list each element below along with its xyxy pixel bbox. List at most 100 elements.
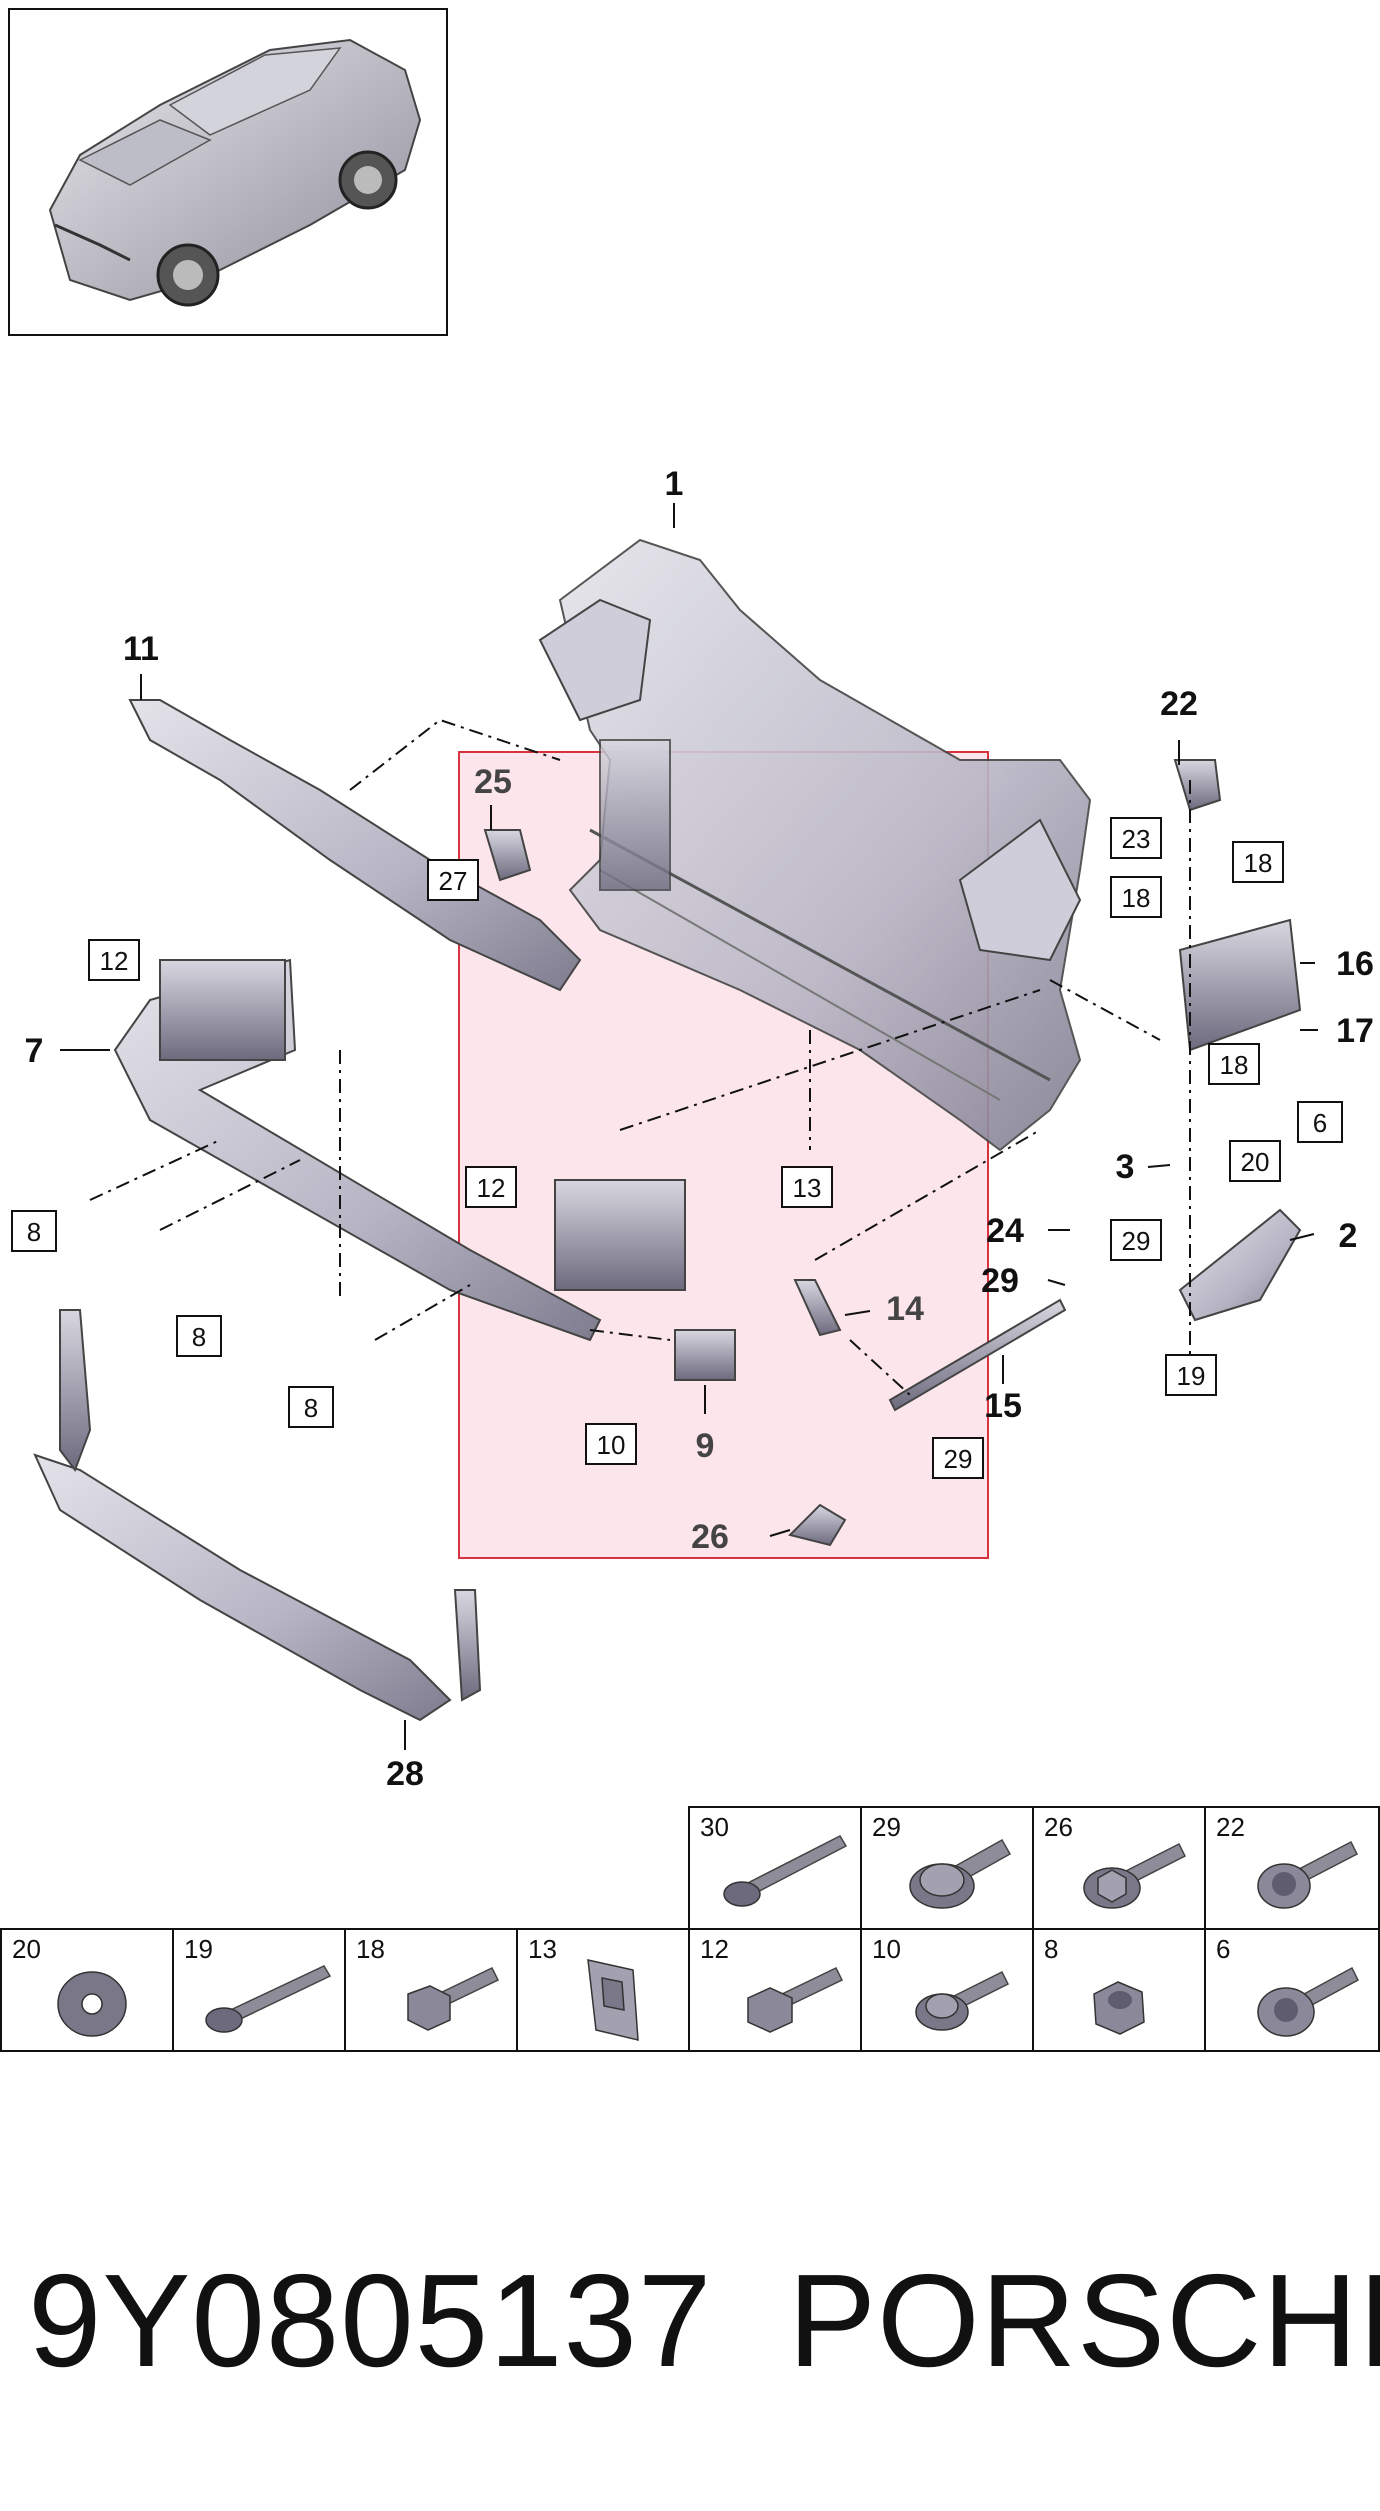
boxed-callout-18-a: 18 [1232, 841, 1284, 883]
fastener-cell-10: 10 [860, 1928, 1034, 2052]
callout-1: 1 [665, 465, 684, 503]
nut-icon [1093, 1981, 1145, 2035]
callout-17: 17 [1336, 1012, 1374, 1050]
washer-icon [57, 1971, 127, 2037]
boxed-callout-8-b: 8 [176, 1315, 222, 1357]
svg-text:8: 8 [27, 1217, 41, 1247]
fastener-number: 19 [184, 1934, 213, 1964]
fastener-cell-20: 20 [0, 1928, 174, 2052]
lock-carrier-part [538, 538, 1092, 1152]
clip-nut-icon [587, 1959, 639, 2041]
boxed-callout-12-a: 12 [88, 939, 140, 981]
hex-bolt-icon [747, 1967, 844, 2033]
boxed-callout-22: 23 [1110, 817, 1162, 859]
fastener-number: 8 [1044, 1934, 1059, 1964]
part-24-bracket [483, 829, 532, 882]
boxed-callout-6: 6 [1297, 1101, 1343, 1143]
air-deflector-part [128, 699, 582, 992]
boxed-callout-8-c: 8 [288, 1386, 334, 1428]
part-2-bracket [1178, 1208, 1302, 1322]
fastener-number: 18 [356, 1934, 385, 1964]
fastener-cell-29: 29 [860, 1806, 1034, 1930]
boxed-callout-10: 10 [585, 1423, 637, 1465]
fastener-cell-13: 13 [516, 1928, 690, 2052]
callout-16: 16 [1336, 945, 1374, 983]
torx-bolt-icon [1083, 1842, 1187, 1909]
part-25-clamp [788, 1503, 847, 1547]
fastener-number: 26 [1044, 1812, 1073, 1842]
fastener-number: 22 [1216, 1812, 1245, 1842]
fastener-number: 30 [700, 1812, 729, 1842]
fastener-cell-26: 26 [1032, 1806, 1206, 1930]
svg-text:10: 10 [597, 1430, 626, 1460]
flange-bolt-icon [915, 1970, 1010, 2031]
splined-bolt-icon [1257, 1840, 1359, 1909]
fastener-cell-6: 6 [1204, 1928, 1380, 2052]
part-number: 9Y0805137 [28, 2247, 713, 2394]
part-14-clip [793, 1279, 842, 1337]
callout-28: 29 [981, 1262, 1019, 1300]
boxed-callout-29-b: 29 [932, 1437, 984, 1479]
exploded-diagram: 1 2 3 7 9 11 14 15 16 17 22 24 25 26 28 … [11, 465, 1374, 1793]
callout-27: 28 [386, 1755, 424, 1793]
fastener-cell-22: 22 [1204, 1806, 1380, 1930]
svg-text:19: 19 [1177, 1361, 1206, 1391]
part-21-clip [1173, 759, 1222, 812]
long-bolt-icon [723, 1835, 848, 1907]
splined-bolt-icon [1257, 1966, 1359, 2037]
callout-15: 15 [984, 1387, 1022, 1425]
svg-text:18: 18 [1220, 1050, 1249, 1080]
svg-text:29: 29 [1122, 1226, 1151, 1256]
fastener-number: 13 [528, 1934, 557, 1964]
lower-crossmember-part [33, 1309, 482, 1722]
boxed-callout-8-a: 8 [11, 1210, 57, 1252]
svg-text:6: 6 [1313, 1108, 1327, 1138]
hex-bolt-icon [407, 1967, 500, 2031]
fastener-cell-30: 30 [688, 1806, 862, 1930]
callout-23: 24 [986, 1212, 1024, 1250]
brand-name: PORSCHE [788, 2247, 1380, 2394]
footer: 9Y0805137 PORSCHE [28, 2245, 1380, 2395]
svg-text:18: 18 [1244, 848, 1273, 878]
svg-text:29: 29 [944, 1444, 973, 1474]
fastener-number: 10 [872, 1934, 901, 1964]
svg-text:20: 20 [1241, 1147, 1270, 1177]
boxed-callout-18-c: 18 [1208, 1043, 1260, 1085]
bumper-crossmember-part [113, 958, 686, 1342]
fastener-cell-12: 12 [688, 1928, 862, 2052]
fastener-cell-18: 18 [344, 1928, 518, 2052]
vehicle-thumbnail [8, 8, 448, 336]
callout-24: 25 [474, 763, 512, 801]
flange-bolt-icon [909, 1838, 1012, 1909]
fastener-number: 20 [12, 1934, 41, 1964]
callout-11: 11 [123, 630, 159, 668]
svg-text:12: 12 [100, 946, 129, 976]
fastener-cell-8: 8 [1032, 1928, 1206, 2052]
svg-text:13: 13 [793, 1173, 822, 1203]
boxed-callout-20: 20 [1229, 1140, 1281, 1182]
callout-7: 7 [25, 1032, 44, 1070]
fastener-number: 29 [872, 1812, 901, 1842]
boxed-callout-29-a: 29 [1110, 1219, 1162, 1261]
part-15-strap [888, 1298, 1067, 1412]
boxed-callout-12-b: 12 [465, 1166, 517, 1208]
fastener-number: 6 [1216, 1934, 1231, 1964]
svg-text:27: 27 [439, 866, 468, 896]
callout-14: 14 [886, 1290, 924, 1328]
svg-text:8: 8 [304, 1393, 318, 1423]
callout-21: 22 [1160, 685, 1198, 723]
svg-text:12: 12 [477, 1173, 506, 1203]
svg-text:23: 23 [1122, 824, 1151, 854]
car-icon [48, 38, 422, 307]
svg-text:18: 18 [1122, 883, 1151, 913]
callout-25: 26 [691, 1518, 729, 1556]
boxed-callout-26: 27 [427, 859, 479, 901]
fastener-cell-19: 19 [172, 1928, 346, 2052]
boxed-callout-18-b: 18 [1110, 876, 1162, 918]
svg-text:8: 8 [192, 1322, 206, 1352]
callout-9: 9 [696, 1427, 715, 1465]
leader-lines [60, 503, 1318, 1750]
long-bolt-icon [205, 1965, 332, 2033]
callout-3: 3 [1116, 1148, 1135, 1186]
callout-2: 2 [1339, 1217, 1358, 1255]
